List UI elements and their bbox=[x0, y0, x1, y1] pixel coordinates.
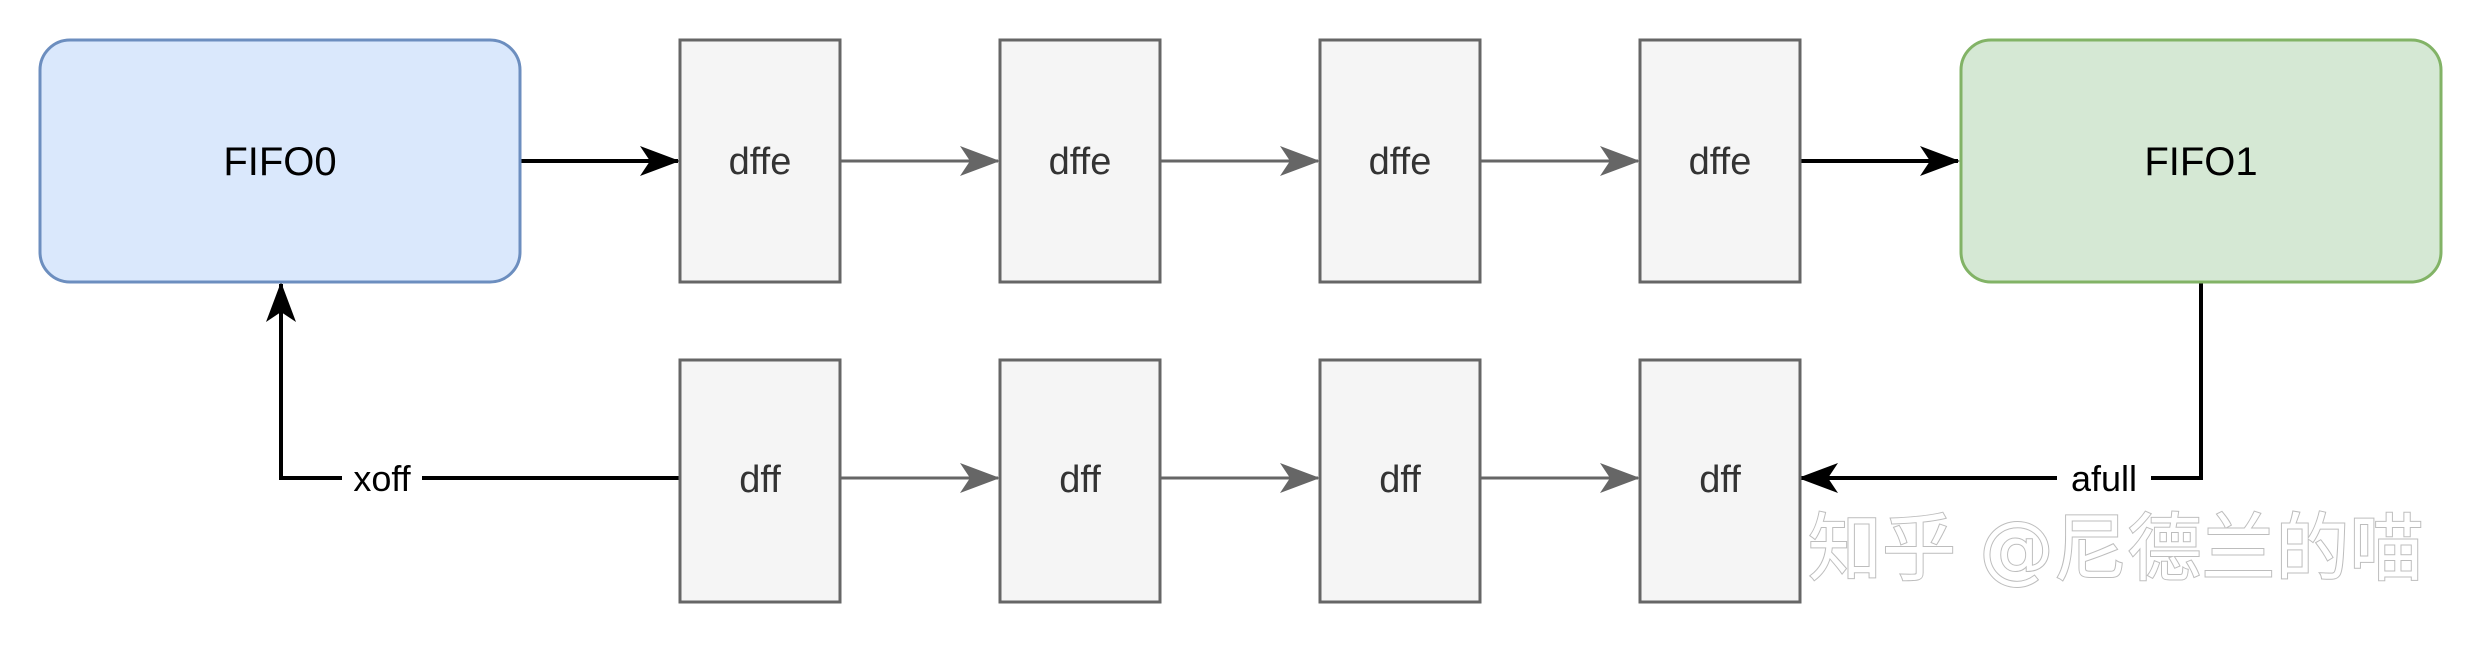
dff-label: dff bbox=[739, 459, 781, 501]
dff-box bbox=[1638, 358, 1802, 604]
edge-fifo1-afull-to-dff4 bbox=[1798, 282, 2203, 493]
dffe-label: dffe bbox=[729, 141, 792, 183]
xoff-label: xoff bbox=[353, 458, 411, 499]
xoff-label-bg bbox=[342, 458, 422, 498]
dff-register-4: dff bbox=[1638, 358, 1802, 604]
dffe-label: dffe bbox=[1369, 141, 1432, 183]
fifo0-box bbox=[38, 38, 522, 284]
dffe-box bbox=[1638, 38, 1802, 284]
dff-box bbox=[1318, 358, 1482, 604]
dffe-register-3: dffe bbox=[1318, 38, 1482, 284]
edge-dff1-xoff-to-fifo0 bbox=[266, 282, 680, 480]
fifo0-label: FIFO0 bbox=[223, 140, 336, 184]
dff-label: dff bbox=[1699, 459, 1741, 501]
dffe-register-4: dffe bbox=[1638, 38, 1802, 284]
afull-label-bg bbox=[2057, 458, 2151, 498]
dffe-box bbox=[998, 38, 1162, 284]
fifo1-box bbox=[1959, 38, 2443, 284]
dff-register-2: dff bbox=[998, 358, 1162, 604]
fifo1-label: FIFO1 bbox=[2144, 140, 2257, 184]
dff-label: dff bbox=[1059, 459, 1101, 501]
dff-label: dff bbox=[1379, 459, 1421, 501]
dffe-box bbox=[1318, 38, 1482, 284]
dffe-label: dffe bbox=[1689, 141, 1752, 183]
dff-register-3: dff bbox=[1318, 358, 1482, 604]
dffe-box bbox=[678, 38, 842, 284]
dff-box bbox=[678, 358, 842, 604]
dffe-register-1: dffe bbox=[678, 38, 842, 284]
dffe-register-2: dffe bbox=[998, 38, 1162, 284]
fifo0-block: FIFO0 bbox=[38, 38, 522, 284]
watermark-text: 知乎 @尼德兰的喵 bbox=[1808, 506, 2424, 592]
afull-label: afull bbox=[2071, 458, 2137, 499]
dff-box bbox=[998, 358, 1162, 604]
fifo1-block: FIFO1 bbox=[1959, 38, 2443, 284]
dff-register-1: dff bbox=[678, 358, 842, 604]
dffe-label: dffe bbox=[1049, 141, 1112, 183]
